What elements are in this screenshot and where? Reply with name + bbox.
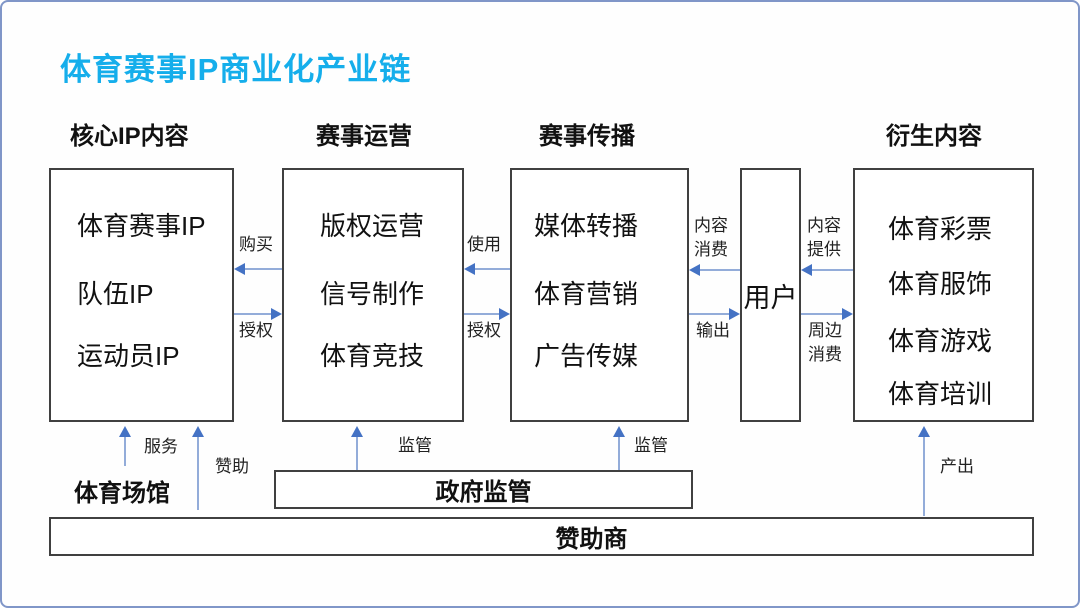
government-label: 政府监管 bbox=[435, 479, 532, 506]
item-ad-media: 广告传媒 bbox=[534, 341, 639, 371]
venue-label: 体育场馆 bbox=[74, 480, 170, 507]
arrow-use-left bbox=[464, 262, 510, 276]
edge-label-authorize-1: 授权 bbox=[239, 321, 273, 340]
arrow-authorize-right-2 bbox=[464, 307, 510, 321]
edge-label-authorize-2: 授权 bbox=[467, 321, 501, 340]
arrow-head-icon bbox=[801, 264, 812, 276]
item-sports-event-ip: 体育赛事IP bbox=[77, 211, 206, 241]
column-header-operation: 赛事运营 bbox=[316, 123, 412, 150]
sponsor-box: 赞助商 bbox=[49, 517, 1034, 556]
arrow-output bbox=[689, 307, 740, 321]
arrow-head-icon bbox=[842, 308, 853, 320]
box-broadcast: 媒体转播 体育营销 广告传媒 bbox=[510, 168, 689, 422]
arrow-supervise-right-up bbox=[612, 426, 626, 470]
item-sports-competition: 体育竞技 bbox=[320, 341, 425, 371]
edge-label-service: 服务 bbox=[144, 437, 178, 456]
arrow-content-consume bbox=[689, 263, 740, 277]
arrow-head-icon bbox=[613, 426, 625, 437]
column-header-broadcast: 赛事传播 bbox=[539, 123, 635, 150]
arrow-head-icon bbox=[192, 426, 204, 437]
edge-label-peripheral-consume: 周边消费 bbox=[808, 321, 842, 364]
arrow-service-up bbox=[118, 426, 132, 466]
arrow-authorize-right-1 bbox=[234, 307, 282, 321]
column-header-core-ip: 核心IP内容 bbox=[70, 123, 189, 150]
edge-label-output: 输出 bbox=[696, 321, 730, 340]
arrow-head-icon bbox=[234, 263, 245, 275]
arrow-buy-left bbox=[234, 262, 282, 276]
box-user: 用户 bbox=[740, 168, 801, 422]
column-header-derived: 衍生内容 bbox=[886, 123, 982, 150]
arrow-head-icon bbox=[351, 426, 363, 437]
box-operation: 版权运营 信号制作 体育竞技 bbox=[282, 168, 464, 422]
arrow-head-icon bbox=[119, 426, 131, 437]
arrow-head-icon bbox=[729, 308, 740, 320]
arrow-sponsorship-up bbox=[191, 426, 205, 510]
item-sports-apparel: 体育服饰 bbox=[888, 269, 993, 299]
item-copyright-operation: 版权运营 bbox=[320, 211, 425, 241]
item-signal-production: 信号制作 bbox=[320, 279, 425, 309]
item-sports-training: 体育培训 bbox=[888, 379, 993, 409]
government-box: 政府监管 bbox=[274, 470, 693, 509]
edge-label-content-consume: 内容消费 bbox=[694, 216, 728, 259]
box-core-ip: 体育赛事IP 队伍IP 运动员IP bbox=[49, 168, 234, 422]
item-sports-lottery: 体育彩票 bbox=[888, 214, 993, 244]
item-sports-games: 体育游戏 bbox=[888, 326, 993, 356]
item-media-relay: 媒体转播 bbox=[534, 211, 639, 241]
arrow-head-icon bbox=[464, 263, 475, 275]
box-derived: 体育彩票 体育服饰 体育游戏 体育培训 bbox=[853, 168, 1034, 422]
item-sports-marketing: 体育营销 bbox=[534, 279, 639, 309]
edge-label-sponsorship: 赞助 bbox=[215, 457, 249, 476]
arrow-produce-up bbox=[917, 426, 931, 516]
user-label: 用户 bbox=[743, 282, 798, 313]
arrow-peripheral-consume bbox=[801, 307, 853, 321]
arrow-supervise-left-up bbox=[350, 426, 364, 470]
edge-label-produce: 产出 bbox=[940, 457, 974, 476]
arrow-content-provide bbox=[801, 263, 853, 277]
arrow-head-icon bbox=[918, 426, 930, 437]
edge-label-use: 使用 bbox=[467, 235, 501, 254]
page-title: 体育赛事IP商业化产业链 bbox=[60, 52, 412, 87]
edge-label-supervise-left: 监管 bbox=[398, 436, 432, 455]
item-team-ip: 队伍IP bbox=[77, 279, 154, 309]
sponsor-label: 赞助商 bbox=[555, 526, 628, 553]
arrow-head-icon bbox=[689, 264, 700, 276]
arrow-head-icon bbox=[271, 308, 282, 320]
edge-label-buy: 购买 bbox=[239, 235, 273, 254]
arrow-head-icon bbox=[499, 308, 510, 320]
item-athlete-ip: 运动员IP bbox=[77, 341, 180, 371]
edge-label-supervise-right: 监管 bbox=[634, 436, 668, 455]
edge-label-content-provide: 内容提供 bbox=[807, 216, 841, 259]
